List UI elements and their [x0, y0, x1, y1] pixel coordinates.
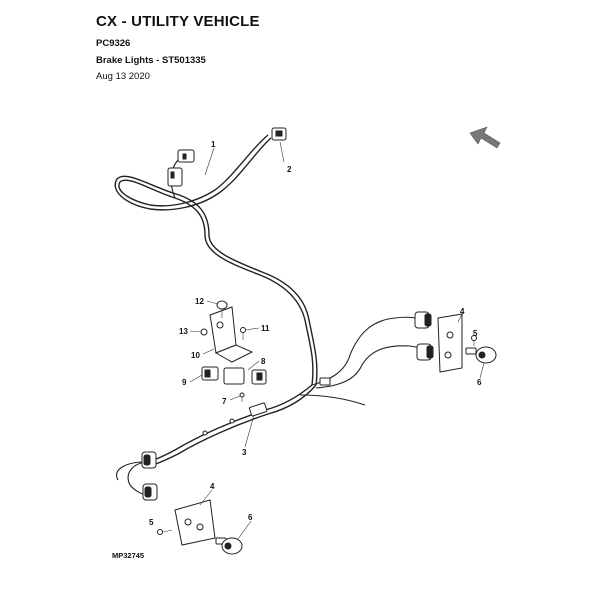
front-direction-arrow-icon	[469, 126, 501, 149]
callout-4-right: 4	[460, 307, 465, 316]
lamp-socket-left-lower	[142, 483, 158, 501]
page-title: CX - UTILITY VEHICLE	[96, 13, 260, 30]
lamp-socket-left-upper	[141, 451, 157, 469]
callout-3: 3	[242, 448, 247, 457]
lamp-bulb-right	[465, 346, 497, 364]
callout-13: 13	[179, 327, 188, 336]
lamp-bulb-left	[215, 537, 243, 555]
wiring-harness-main	[114, 127, 318, 386]
part-catalog-number: PC9326	[96, 38, 131, 49]
date-label: Aug 13 2020	[96, 71, 150, 82]
figure-id: MP32745	[112, 551, 144, 560]
callout-1: 1	[211, 140, 216, 149]
bracket-right	[437, 313, 463, 373]
plunger-12	[216, 300, 228, 318]
callout-11: 11	[261, 324, 270, 333]
callout-4-left: 4	[210, 482, 215, 491]
bracket-left	[174, 499, 216, 546]
callout-9: 9	[182, 378, 187, 387]
callout-10: 10	[191, 351, 200, 360]
switch-bracket	[209, 306, 254, 363]
callout-5-right: 5	[473, 329, 478, 338]
callout-6-right: 6	[477, 378, 482, 387]
screw-right	[471, 335, 477, 346]
section-title: Brake Lights - ST501335	[96, 55, 206, 66]
leader-lines	[189, 141, 485, 540]
callout-2: 2	[287, 165, 292, 174]
lamp-socket-right-upper	[414, 311, 432, 329]
lamp-socket-right-lower	[416, 343, 434, 361]
callout-12: 12	[195, 297, 204, 306]
switch-9	[201, 366, 219, 381]
callout-7: 7	[222, 397, 227, 406]
callout-6-left: 6	[248, 513, 253, 522]
screw-11	[240, 327, 246, 340]
wiring-harness-rear	[116, 316, 431, 501]
switch-8	[223, 367, 267, 385]
screw-7	[239, 392, 245, 402]
callout-5-left: 5	[149, 518, 154, 527]
callout-8: 8	[261, 357, 266, 366]
nut-13	[200, 328, 208, 336]
screw-left	[157, 529, 173, 535]
